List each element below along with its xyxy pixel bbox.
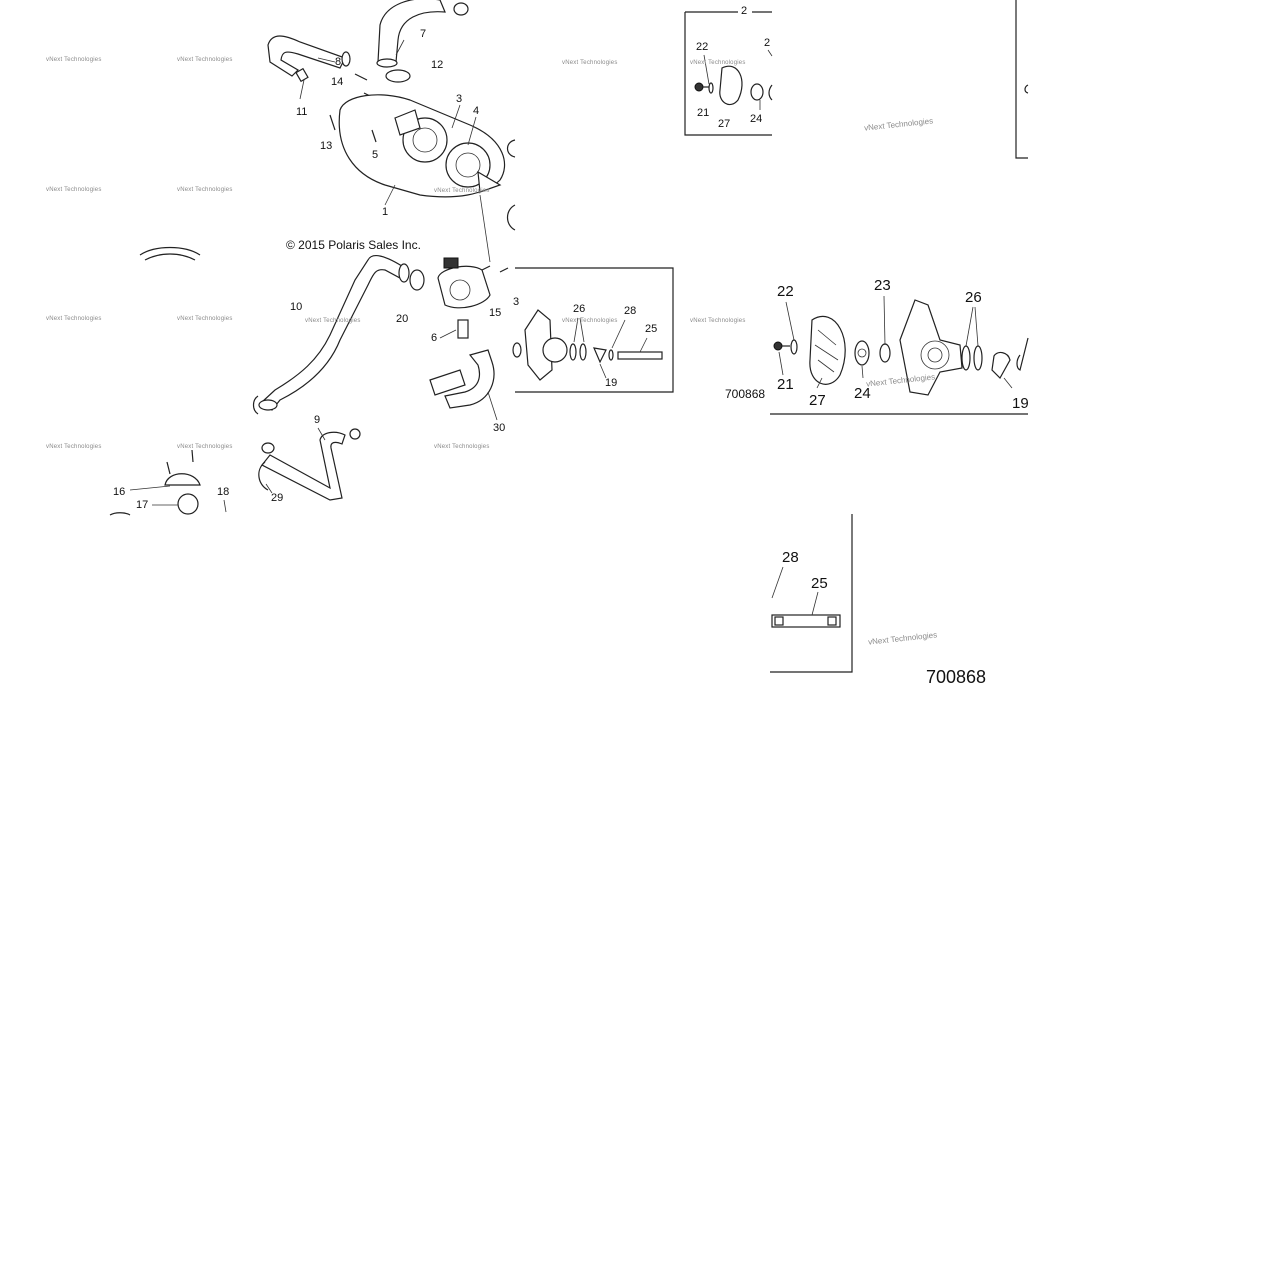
watermark: vNext Technologies <box>46 444 102 450</box>
callout-26: 26 <box>573 303 586 315</box>
watermark: vNext Technologies <box>177 316 233 322</box>
callout-6: 6 <box>431 332 438 344</box>
callout-29: 29 <box>271 492 284 504</box>
callout-2x-partial: 2 <box>764 37 771 49</box>
watermark: vNext Technologies <box>177 444 233 450</box>
copyright-notice: © 2015 Polaris Sales Inc. <box>286 238 421 252</box>
callout-24: 24 <box>750 113 763 125</box>
callout-18: 18 <box>217 486 230 498</box>
watermark: vNext Technologies <box>177 187 233 193</box>
callout-8: 8 <box>335 56 342 68</box>
callout-22: 22 <box>696 41 709 53</box>
watermark: vNext Technologies <box>562 60 618 66</box>
diagram-number: 700868 <box>725 387 766 401</box>
zoom-callout-24: 24 <box>854 385 871 402</box>
hose-30 <box>444 349 495 409</box>
zoom-callout-21: 21 <box>777 376 794 393</box>
zoom-callout-19: 19 <box>1012 395 1029 412</box>
callout-10: 10 <box>290 301 303 313</box>
shaft-callout-28: 28 <box>782 549 799 566</box>
diagram-number-large: 700868 <box>926 667 987 687</box>
hose-10 <box>261 254 406 411</box>
watermark: vNext Technologies <box>177 57 233 63</box>
watermark: vNext Technologies <box>305 318 361 324</box>
callout-12: 12 <box>431 59 444 71</box>
watermark: vNext Technologies <box>46 57 102 63</box>
zoom-callout-22: 22 <box>777 283 794 300</box>
impeller-small <box>719 65 743 105</box>
callout-23-partial: 3 <box>513 296 520 308</box>
watermark: vNext Technologies <box>562 318 618 324</box>
impeller-large <box>809 315 846 385</box>
callout-27: 27 <box>718 118 731 130</box>
callout-3: 3 <box>456 93 463 105</box>
hose-7 <box>377 0 446 63</box>
watermark: vNext Technologies <box>690 318 746 324</box>
watermark: vNext Technologies <box>434 444 490 450</box>
callout-28: 28 <box>624 305 637 317</box>
callout-21: 21 <box>697 107 710 119</box>
callout-14: 14 <box>331 76 344 88</box>
callout-11: 11 <box>296 106 308 118</box>
zoom-callout-23: 23 <box>874 277 891 294</box>
callout-19: 19 <box>605 377 618 389</box>
callout-7: 7 <box>420 28 427 40</box>
callout-15: 15 <box>489 307 502 319</box>
shaft-callout-25: 25 <box>811 575 828 592</box>
zoom-callout-27: 27 <box>809 392 826 409</box>
callout-5: 5 <box>372 149 379 161</box>
callout-4: 4 <box>473 105 480 117</box>
shaft <box>771 614 841 628</box>
watermark: vNext Technologies <box>434 188 490 194</box>
zoom-callout-26: 26 <box>965 289 982 306</box>
callout-25: 25 <box>645 323 658 335</box>
callout-30: 30 <box>493 422 506 434</box>
callout-9: 9 <box>314 414 321 426</box>
watermark: vNext Technologies <box>46 187 102 193</box>
callout-17: 17 <box>136 499 149 511</box>
thermostat-housing <box>437 265 491 309</box>
hose-8 <box>267 35 346 77</box>
callout-1: 1 <box>382 206 389 218</box>
callout-13: 13 <box>320 140 333 152</box>
callout-2: 2 <box>741 5 748 17</box>
pump-cover-large <box>899 299 963 396</box>
callout-16: 16 <box>113 486 126 498</box>
watermark: vNext Technologies <box>46 316 102 322</box>
hose-9 <box>261 431 346 501</box>
callout-20: 20 <box>396 313 409 325</box>
watermark: vNext Technologies <box>690 60 746 66</box>
